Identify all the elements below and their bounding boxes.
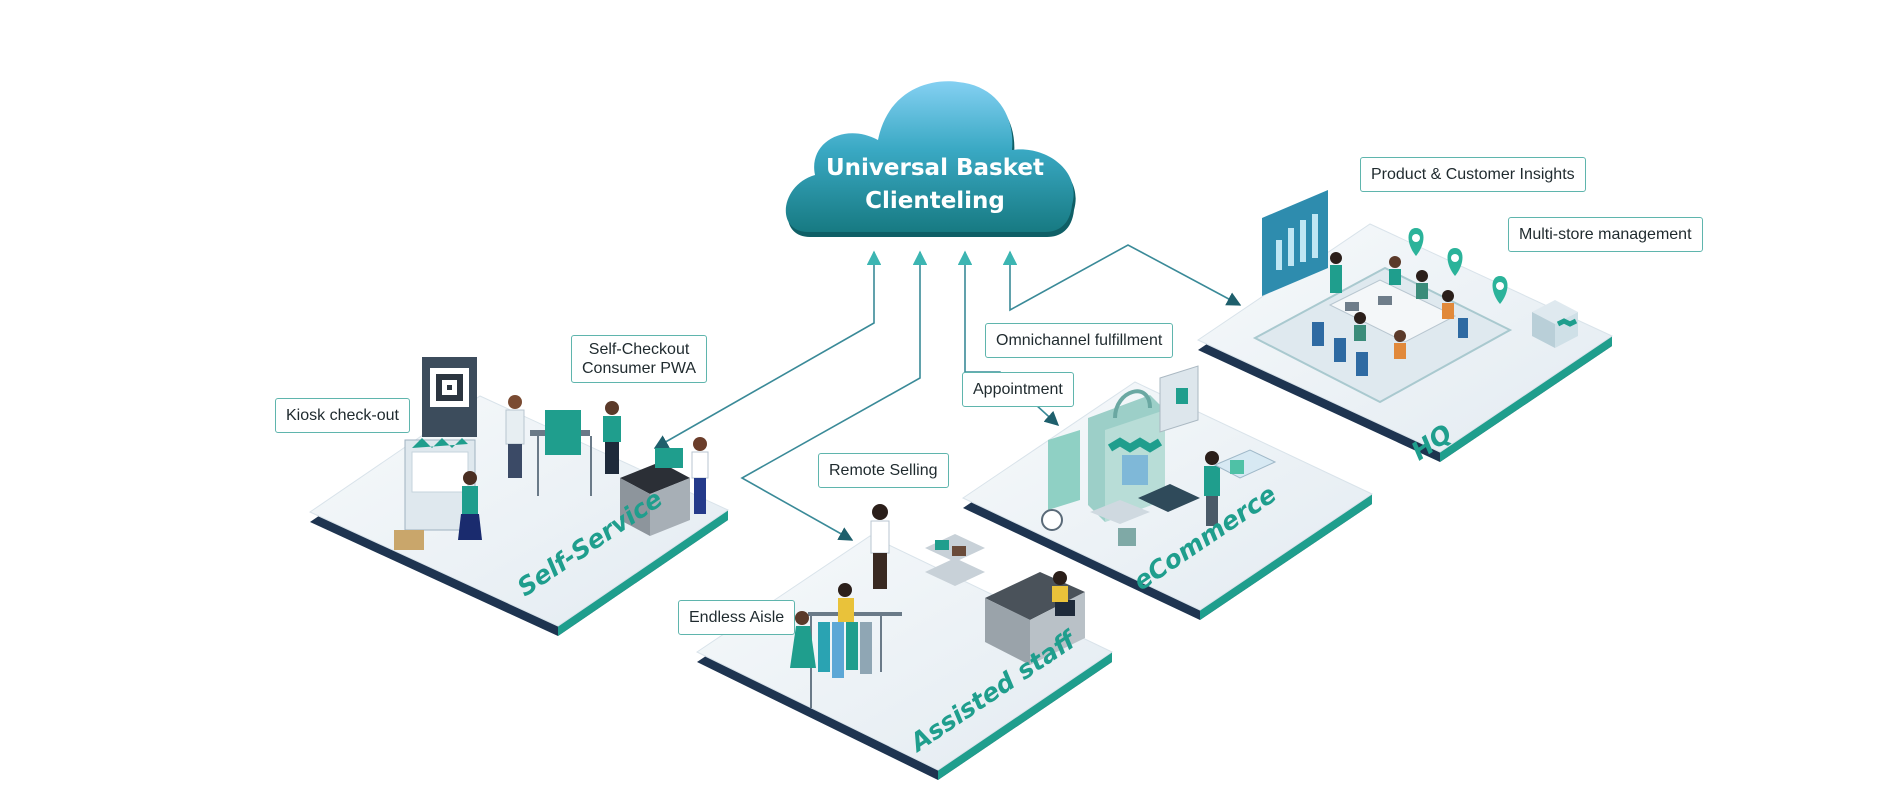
callout-product-customer-insights: Product & Customer Insights xyxy=(1360,157,1586,192)
callout-self-checkout-pwa: Self-Checkout Consumer PWA xyxy=(571,335,708,383)
platform-hq xyxy=(1196,190,1614,462)
arrow-hq-to-cloud xyxy=(1002,244,1242,312)
callout-self-checkout-line-2: Consumer PWA xyxy=(582,360,697,377)
cloud-title-line-2: Clienteling xyxy=(865,188,1005,214)
location-pin-icon xyxy=(1408,228,1424,256)
platform-ecommerce xyxy=(961,365,1374,620)
store-icon xyxy=(1532,300,1578,348)
callout-remote-selling: Remote Selling xyxy=(818,453,949,488)
cloud-shape xyxy=(785,81,1076,237)
callout-multi-store-management: Multi-store management xyxy=(1508,217,1703,252)
platform-self-service xyxy=(308,357,730,636)
location-pin-icon xyxy=(1447,248,1463,276)
callout-self-checkout-line-1: Self-Checkout xyxy=(588,341,690,358)
callout-omnichannel-fulfillment: Omnichannel fulfillment xyxy=(985,323,1174,358)
cloud-title-line-1: Universal Basket xyxy=(826,155,1044,181)
callout-endless-aisle: Endless Aisle xyxy=(678,600,796,635)
platform-assisted-staff xyxy=(696,504,1114,780)
location-pin-icon xyxy=(1492,276,1508,304)
callout-appointment: Appointment xyxy=(962,372,1074,407)
cloud-title: Universal Basket Clienteling xyxy=(790,152,1080,218)
callout-kiosk-check-out: Kiosk check-out xyxy=(275,398,410,433)
arrow-assisted-to-cloud xyxy=(740,250,928,541)
